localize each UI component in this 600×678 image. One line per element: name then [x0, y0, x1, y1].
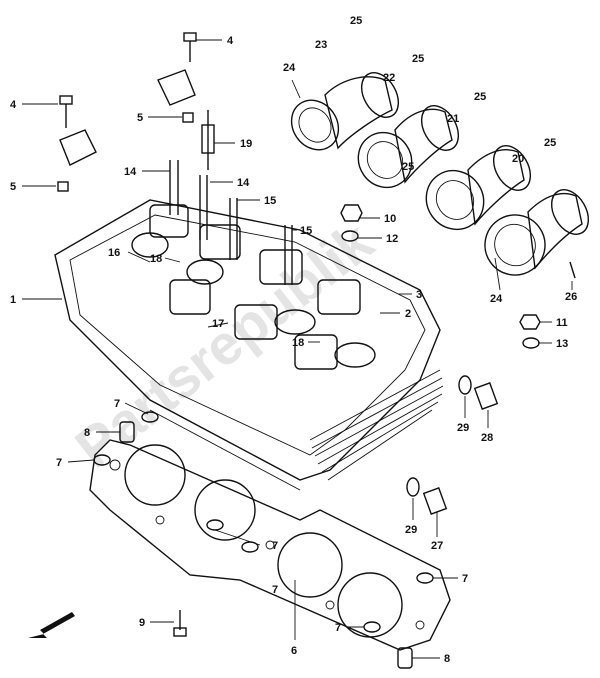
part-label-7-a: 7 [114, 398, 120, 410]
part-label-15-b: 15 [300, 225, 312, 237]
part-label-13: 13 [556, 338, 568, 350]
part-label-18-a: 18 [150, 253, 162, 265]
part-label-25-c: 25 [474, 91, 486, 103]
part-label-25-d: 25 [544, 137, 556, 149]
part-label-25-a: 25 [350, 15, 362, 27]
part-label-5-left: 5 [10, 181, 16, 193]
part-label-8-b: 8 [444, 653, 450, 665]
part-label-27: 27 [431, 540, 443, 552]
part-label-24-a: 24 [283, 62, 296, 74]
hardware [28, 32, 576, 669]
direction-arrow-icon [28, 612, 75, 638]
leader-lines [22, 39, 573, 659]
part-label-29-b: 29 [405, 524, 417, 536]
part-label-6: 6 [291, 645, 297, 657]
cylinder-head [54, 160, 444, 491]
part-label-21: 21 [447, 113, 459, 125]
part-label-22: 22 [383, 72, 395, 84]
part-label-26: 26 [565, 291, 577, 303]
part-label-24-b: 24 [490, 293, 503, 305]
part-label-29-a: 29 [457, 422, 469, 434]
part-label-7-b: 7 [56, 457, 62, 469]
part-label-10: 10 [384, 213, 396, 225]
part-label-16: 16 [108, 247, 120, 259]
part-label-7-d: 7 [462, 573, 468, 585]
part-label-12: 12 [386, 233, 398, 245]
part-label-18-b: 18 [292, 337, 304, 349]
part-label-5-top: 5 [137, 112, 143, 124]
part-label-9: 9 [139, 617, 145, 629]
part-label-19: 19 [240, 138, 252, 150]
part-label-7-c: 7 [272, 540, 278, 552]
part-label-2: 2 [405, 308, 411, 320]
part-label-7-f: 7 [272, 584, 278, 596]
head-gasket [89, 439, 451, 651]
part-label-11: 11 [556, 317, 568, 329]
part-label-14-b: 14 [237, 177, 250, 189]
intake-boots [290, 72, 590, 276]
part-label-4-top: 4 [227, 35, 234, 47]
part-label-20: 20 [512, 153, 524, 165]
part-label-3: 3 [416, 289, 422, 301]
part-label-4-left: 4 [10, 99, 17, 111]
part-label-7-e: 7 [335, 622, 341, 634]
part-label-25-e: 25 [402, 161, 414, 173]
part-label-28: 28 [481, 432, 493, 444]
part-label-25-b: 25 [412, 53, 424, 65]
part-label-14-a: 14 [124, 166, 137, 178]
part-labels: 1 2 3 4 4 5 5 6 7 7 7 7 7 7 8 8 9 10 11 … [10, 15, 577, 665]
part-label-15-a: 15 [264, 195, 276, 207]
part-label-17: 17 [212, 318, 224, 330]
part-label-8-a: 8 [84, 427, 90, 439]
part-label-23: 23 [315, 39, 327, 51]
part-label-1: 1 [10, 294, 16, 306]
